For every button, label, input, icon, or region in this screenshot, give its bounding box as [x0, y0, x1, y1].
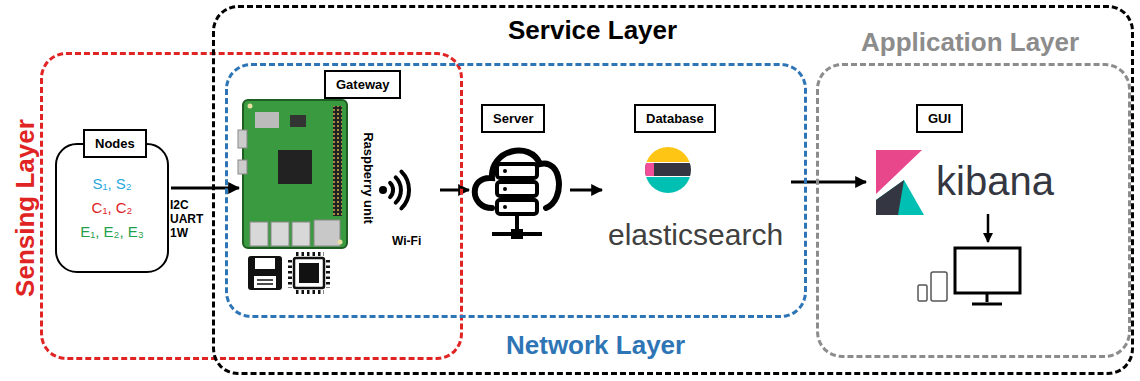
storage-icon: [248, 256, 282, 290]
server-unit: Server: [471, 101, 568, 261]
node-heading: Sensing Layer: [9, 78, 41, 338]
service-layer-region: Service LayerNetwork Layer GatewayRaspber…: [212, 5, 1134, 375]
node-text: kibana: [936, 157, 1054, 205]
network-layer-region: Network LayerGatewayRaspberry unitServer…: [225, 63, 807, 318]
server-icon: [475, 150, 559, 239]
node-heading: Network Layer: [506, 329, 685, 361]
raspberry-pi-board: [238, 100, 347, 248]
node-text: elasticsearch: [608, 217, 783, 253]
flow-arrow: [570, 189, 602, 192]
node-heading: Service Layer: [508, 14, 677, 46]
processor-icon: [290, 254, 328, 292]
gui-unit: GUI kibana: [868, 101, 1083, 231]
flow-arrow: [440, 189, 469, 192]
flow-arrow: [171, 187, 239, 190]
node-heading: Server: [481, 104, 545, 133]
node-text: S₁, S₂: [57, 175, 167, 192]
kibana-logo: [876, 150, 924, 215]
wifi-symbol: [379, 172, 409, 209]
application-layer-region: Application LayerGUIkibana: [816, 63, 1131, 358]
sensor-nodes-box: NodesS₁, S₂C₁, C₂E₁, E₂, E₃: [55, 143, 169, 273]
gateway-unit: GatewayRaspberry unit: [241, 70, 438, 310]
interface-label: I2C UART 1W: [170, 198, 210, 240]
node-text: Raspberry unit: [359, 103, 377, 253]
node-text: C₁, C₂: [57, 199, 167, 216]
node-text: E₁, E₂, E₃: [57, 223, 167, 240]
elasticsearch-logo: [640, 146, 700, 195]
flow-arrow: [791, 181, 866, 184]
node-heading: Application Layer: [861, 26, 1079, 58]
link-label: Wi-Fi: [392, 234, 421, 248]
node-heading: Nodes: [83, 129, 147, 158]
node-heading: Gateway: [324, 70, 401, 99]
database-unit: Database elasticsearch: [604, 101, 789, 261]
node-heading: Database: [634, 104, 716, 133]
node-heading: GUI: [916, 104, 963, 133]
display-devices: [918, 214, 1020, 304]
